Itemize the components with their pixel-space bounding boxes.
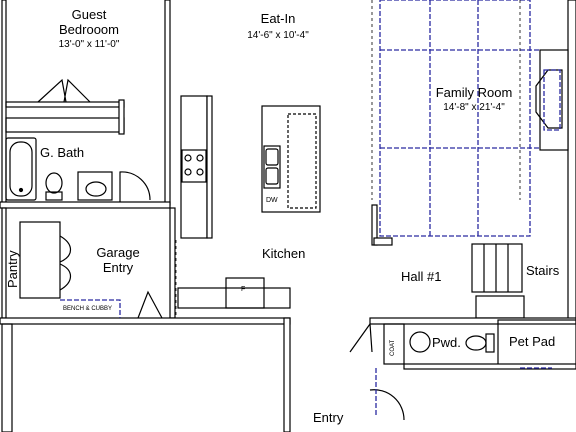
powder-sink [409, 331, 431, 353]
family-room-name: Family Room [435, 85, 513, 100]
south-counter [177, 287, 291, 309]
staircase [471, 243, 523, 293]
kitchen-name: Kitchen [262, 246, 306, 261]
bench-cubby-label: BENCH & CUBBY [63, 306, 113, 312]
kitchen-counter [180, 95, 208, 239]
powder-toilet [465, 335, 487, 351]
closet-end-wall [118, 99, 125, 135]
coat-closet-label: COAT [390, 339, 396, 356]
garage-door-swing [137, 290, 163, 319]
bath-door [119, 171, 151, 202]
powder-door [349, 322, 373, 353]
stairs-name: Stairs [526, 263, 560, 278]
dishwasher-label: DW [266, 197, 278, 204]
guest-bedroom-name-line1: Guest [71, 7, 107, 22]
fridge-label: F [241, 286, 246, 293]
bathtub [5, 137, 37, 201]
kitchen-sink [263, 145, 281, 189]
bath-south-wall [0, 201, 171, 209]
garage-wall [1, 323, 13, 432]
pantry-shelves [19, 221, 61, 299]
hall-name: Hall #1 [401, 269, 442, 284]
bath-vanity [77, 171, 113, 201]
family-beam-outline [379, 0, 531, 237]
garage-entry-name-line2: Entry [102, 260, 134, 275]
eat-in-name: Eat-In [260, 11, 296, 26]
cooktop [181, 149, 207, 183]
coat-closet [383, 323, 405, 365]
guest-bedroom-name-line2: Bedrooom [59, 22, 119, 37]
family-room-dims: 14'-8" x 21'-4" [443, 102, 505, 113]
powder-name: Pwd. [432, 335, 461, 350]
east-wall [567, 0, 576, 321]
pet-pad-name: Pet Pad [509, 334, 556, 349]
pantry-name: Pantry [5, 250, 20, 288]
refrigerator [225, 277, 265, 309]
fireplace [535, 69, 563, 129]
closet-shelf [5, 101, 125, 108]
garage-north-wall [0, 317, 291, 325]
entry-door-swing [369, 389, 405, 421]
closet-doors [37, 78, 91, 103]
entry-name: Entry [313, 410, 344, 425]
guest-toilet [45, 172, 63, 194]
eat-in-dims: 14'-6" x 10'-4" [247, 30, 309, 41]
tub-basin [9, 141, 33, 197]
bedroom-east-wall [164, 0, 171, 206]
kitchen-island [261, 105, 321, 213]
guest-bedroom-dims: 13'-0" x 11'-0" [58, 39, 120, 50]
closet-wall [5, 117, 125, 133]
pantry-doors [59, 235, 72, 291]
guest-bath-name: G. Bath [40, 145, 85, 160]
garage-entry-name-line1: Garage [96, 245, 140, 260]
fireplace-wall [539, 49, 569, 151]
